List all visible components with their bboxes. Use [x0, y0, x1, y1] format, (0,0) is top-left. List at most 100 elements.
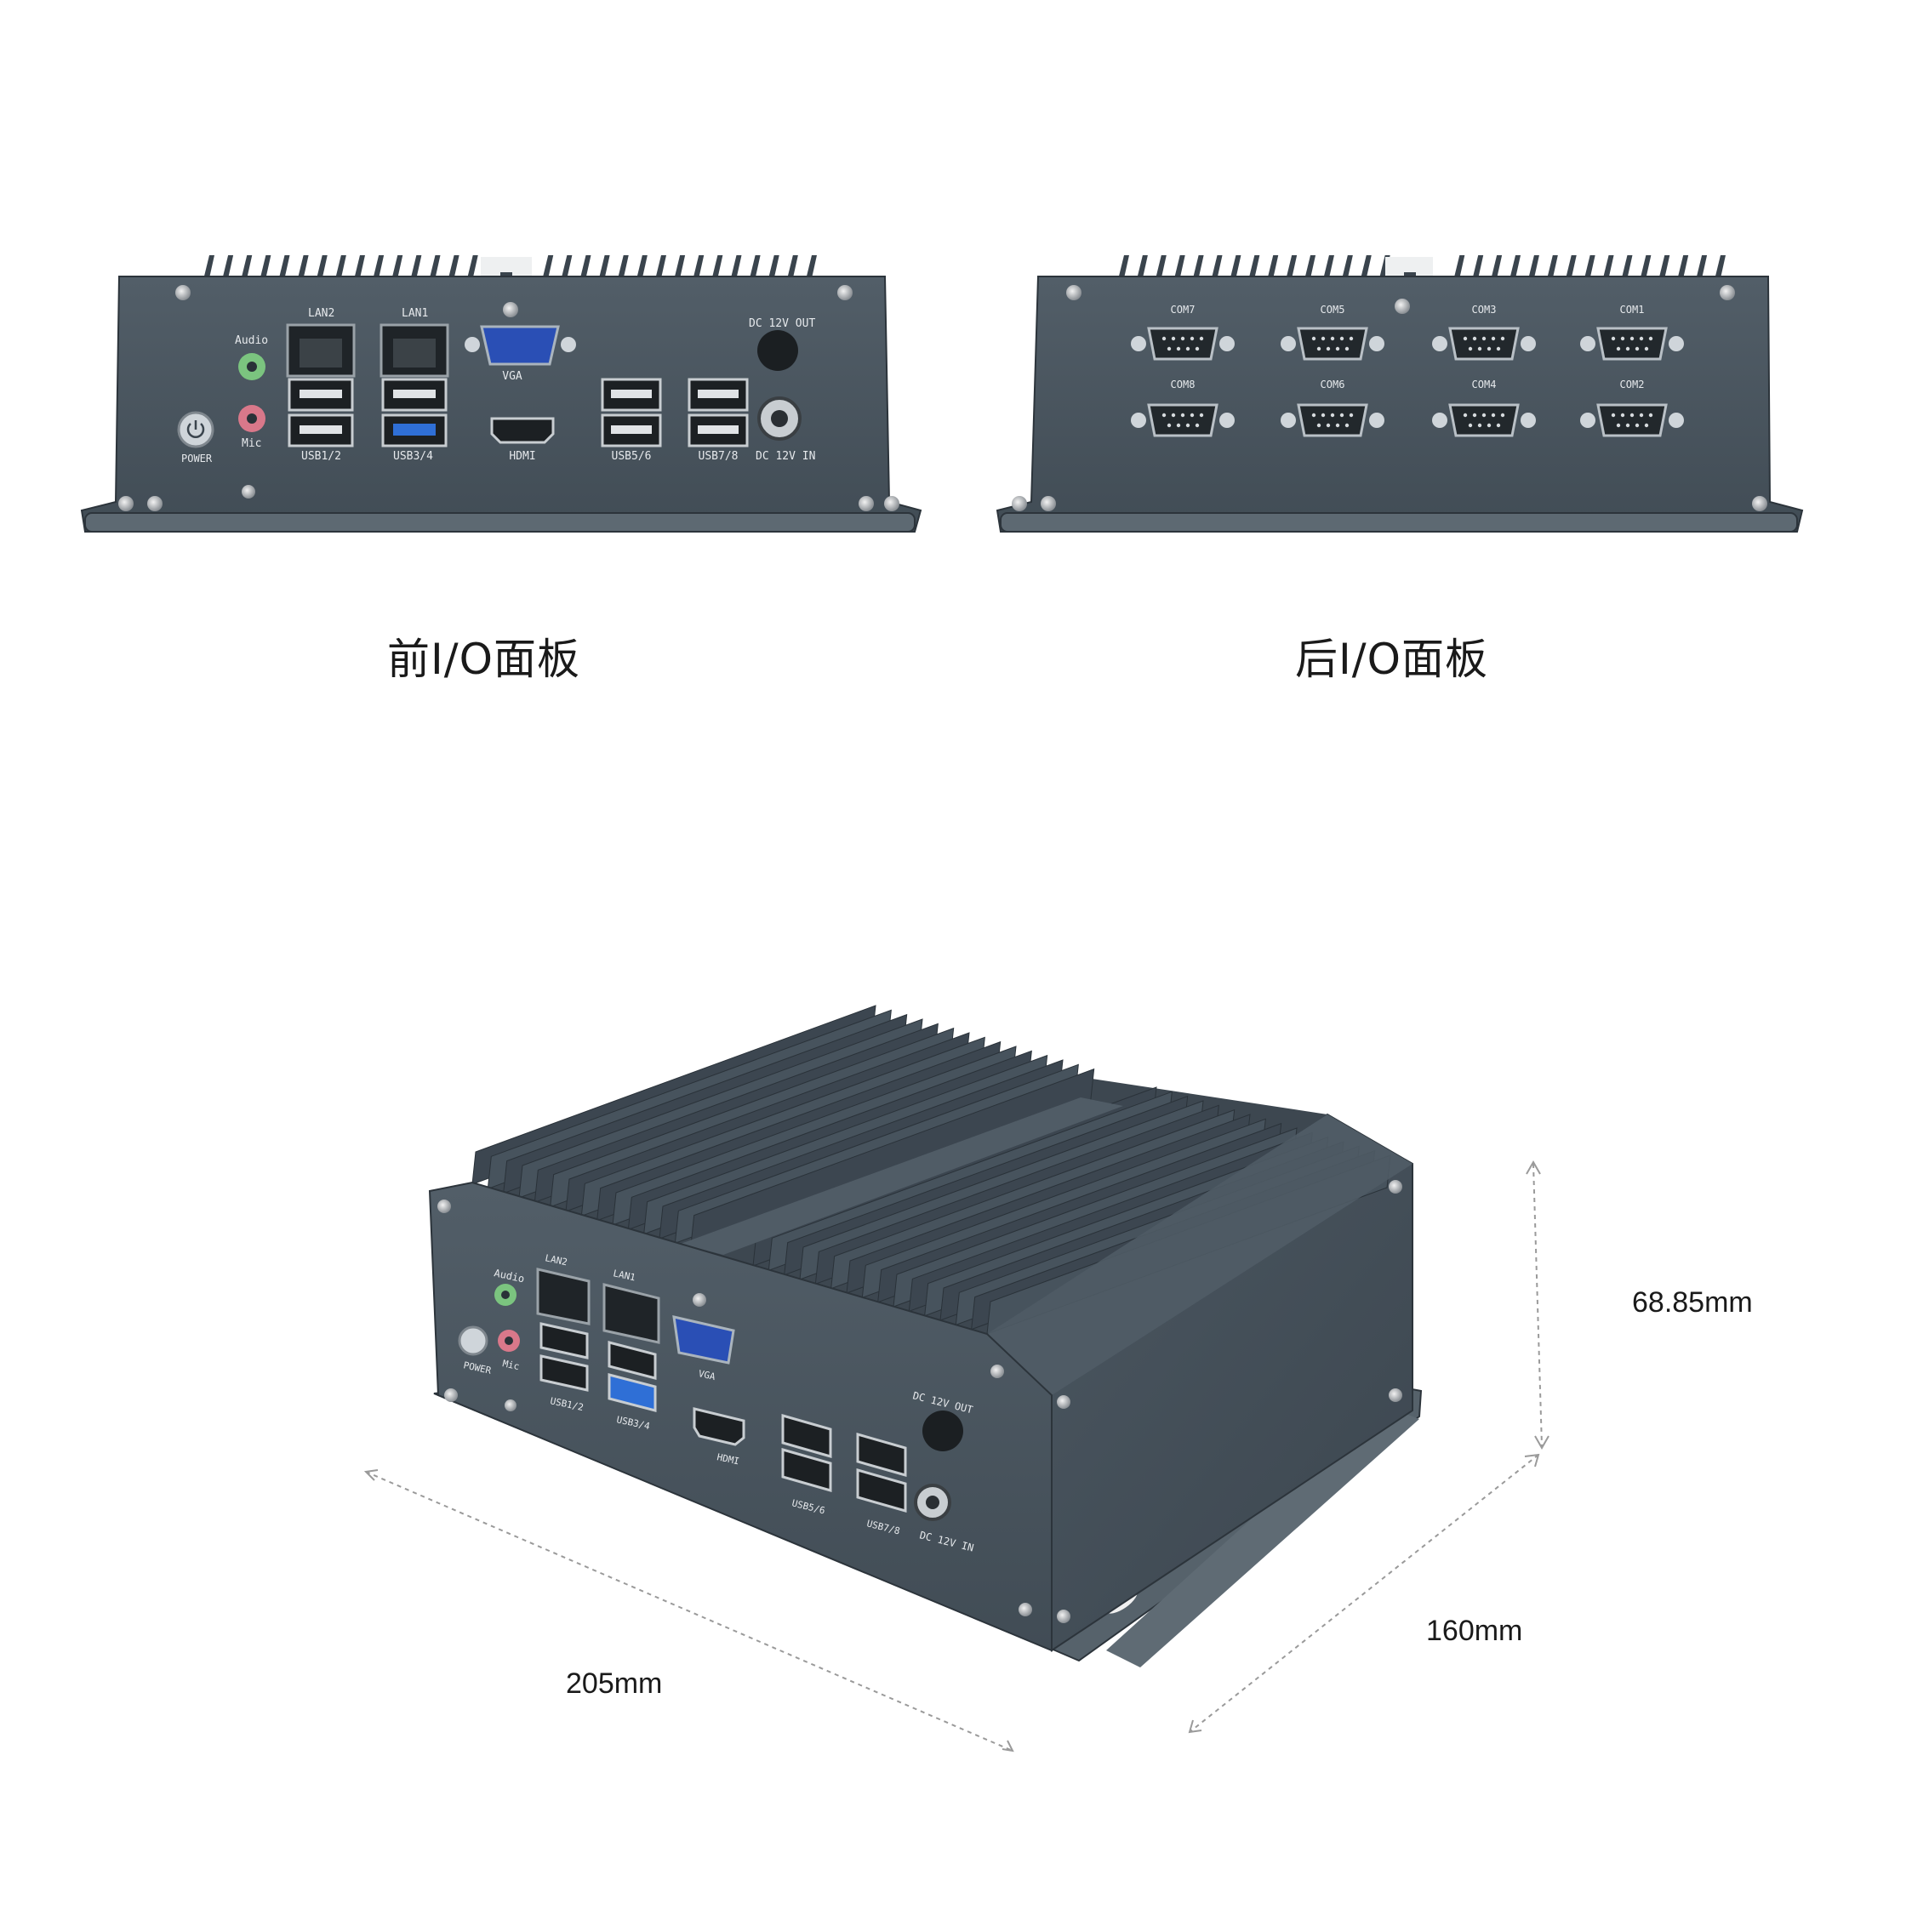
screw-icon — [1752, 496, 1767, 511]
hdmi-label: HDMI — [509, 450, 535, 463]
lan2-label: LAN2 — [308, 307, 334, 320]
fin-notch — [481, 257, 532, 276]
hex-standoff-icon — [1219, 413, 1235, 428]
audio-label: Audio — [235, 334, 268, 347]
screw-icon — [1066, 285, 1081, 300]
front-chassis-base — [84, 512, 916, 533]
hex-standoff-icon — [1580, 413, 1595, 428]
iso-vga-port[interactable] — [672, 1315, 735, 1365]
screw-icon — [1395, 299, 1410, 314]
arrow-icon — [1524, 1453, 1540, 1468]
hex-standoff-icon — [1131, 336, 1146, 351]
front-panel-view: Audio Mic POWER LAN2 USB1/2 LAN1 USB3/4 — [80, 255, 922, 533]
screw-icon — [1041, 496, 1056, 511]
iso-dc-out-port[interactable] — [922, 1411, 963, 1451]
hdmi-port[interactable] — [490, 417, 555, 444]
hex-standoff-icon — [1580, 336, 1595, 351]
screw-icon — [242, 485, 255, 499]
com-label: COM3 — [1472, 304, 1497, 316]
com-port[interactable] — [1596, 403, 1668, 437]
com-port[interactable] — [1448, 403, 1520, 437]
iso-usb3-port[interactable] — [608, 1341, 657, 1380]
com-port[interactable] — [1297, 403, 1368, 437]
dc-out-port[interactable] — [757, 330, 798, 371]
com-label: COM4 — [1472, 379, 1497, 390]
screw-icon — [118, 496, 134, 511]
hex-standoff-icon — [1669, 413, 1684, 428]
hex-standoff-icon — [1669, 336, 1684, 351]
fin-notch — [1385, 257, 1433, 276]
iso-mic-label: Mic — [501, 1358, 520, 1372]
arrow-icon — [1188, 1719, 1202, 1734]
arrow-icon — [1526, 1160, 1541, 1175]
hex-standoff-icon — [1369, 336, 1384, 351]
screw-icon — [1019, 1603, 1032, 1616]
screw-icon — [147, 496, 163, 511]
iso-lan1-label: LAN1 — [612, 1268, 636, 1283]
dimension-lines — [365, 1163, 1543, 1752]
screw-icon — [859, 496, 874, 511]
com-port[interactable] — [1147, 327, 1218, 361]
hex-standoff-icon — [1521, 413, 1536, 428]
heatsink-channel — [681, 1097, 1123, 1255]
width-dimension-line — [365, 1471, 1013, 1752]
screw-icon — [1389, 1180, 1402, 1194]
screw-icon — [175, 285, 191, 300]
iso-usb8-port[interactable] — [856, 1468, 907, 1513]
screw-icon — [503, 302, 518, 317]
isometric-view: Audio Mic POWER LAN2 USB1/2 LAN1 USB3/4 … — [428, 1005, 1423, 1667]
hex-standoff-icon — [1432, 413, 1447, 428]
usb78-label: USB7/8 — [699, 450, 739, 463]
screw-icon — [1057, 1610, 1070, 1623]
arrow-icon — [363, 1469, 379, 1481]
iso-lan1-port[interactable] — [602, 1283, 660, 1344]
iso-lan2-label: LAN2 — [544, 1252, 568, 1268]
com-label: COM8 — [1171, 379, 1196, 390]
iso-hdmi-port[interactable] — [693, 1407, 745, 1446]
iso-lan2-port[interactable] — [536, 1268, 591, 1325]
arrow-icon — [1002, 1740, 1014, 1752]
iso-usb5-port[interactable] — [781, 1414, 832, 1458]
screw-icon — [884, 496, 899, 511]
vga-port[interactable] — [480, 325, 560, 366]
iso-usb7-port[interactable] — [856, 1433, 907, 1477]
usb12-label: USB1/2 — [301, 450, 341, 463]
height-dimension-label: 68.85mm — [1632, 1286, 1753, 1319]
com-port[interactable] — [1448, 327, 1520, 361]
hex-standoff-icon — [1281, 413, 1296, 428]
vga-label: VGA — [502, 370, 522, 383]
com-label: COM1 — [1620, 304, 1645, 316]
hex-standoff-icon — [1369, 413, 1384, 428]
screw-icon — [505, 1399, 516, 1411]
iso-vga-label: VGA — [698, 1368, 717, 1382]
screw-icon — [990, 1365, 1004, 1378]
depth-dimension-label: 160mm — [1426, 1615, 1523, 1647]
com-label: COM2 — [1620, 379, 1645, 390]
hex-standoff-icon — [1281, 336, 1296, 351]
usb34-label: USB3/4 — [393, 450, 433, 463]
iso-usb1-port[interactable] — [539, 1322, 589, 1359]
hex-standoff-icon — [1521, 336, 1536, 351]
iso-hdmi-label: HDMI — [716, 1451, 740, 1467]
dc-in-label: DC 12V IN — [756, 450, 815, 463]
lan1-label: LAN1 — [402, 307, 428, 320]
iso-usb6-port[interactable] — [781, 1448, 832, 1492]
screw-icon — [1057, 1395, 1070, 1409]
screw-icon — [1012, 496, 1027, 511]
screw-icon — [437, 1200, 451, 1213]
hex-standoff-icon — [1432, 336, 1447, 351]
com-port[interactable] — [1596, 327, 1668, 361]
com-port[interactable] — [1147, 403, 1218, 437]
iso-usb2-port[interactable] — [539, 1354, 589, 1392]
mic-label: Mic — [242, 437, 261, 450]
rear-panel-caption: 后I/O面板 — [1295, 635, 1488, 684]
usb56-label: USB5/6 — [612, 450, 652, 463]
screw-icon — [444, 1388, 458, 1402]
dc-out-label: DC 12V OUT — [749, 317, 815, 330]
iso-power-button[interactable] — [458, 1325, 488, 1356]
width-dimension-label: 205mm — [566, 1667, 663, 1700]
com-port[interactable] — [1297, 327, 1368, 361]
iso-usb4-port[interactable] — [608, 1373, 657, 1412]
